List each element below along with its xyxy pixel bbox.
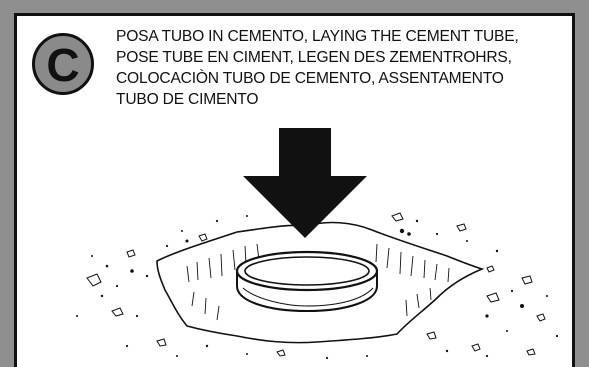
- cement-tube-icon: [235, 250, 379, 313]
- step-badge: C: [32, 33, 94, 95]
- caption-line: COLOCACIÒN TUBO DE CEMENTO, ASSENTAMENTO: [116, 70, 504, 87]
- down-arrow-icon: [243, 128, 367, 238]
- step-caption: POSA TUBO IN CEMENTO, LAYING THE CEMENT …: [116, 26, 571, 110]
- caption-line: POSA TUBO IN CEMENTO, LAYING THE CEMENT …: [116, 28, 519, 45]
- caption-line: TUBO DE CIMENTO: [116, 91, 259, 108]
- laying-tube-illustration: [76, 128, 559, 360]
- instruction-panel: C POSA TUBO IN CEMENTO, LAYING THE CEMEN…: [14, 13, 575, 367]
- caption-line: POSE TUBE EN CIMENT, LEGEN DES ZEMENTROH…: [116, 49, 512, 66]
- step-letter: C: [46, 39, 80, 91]
